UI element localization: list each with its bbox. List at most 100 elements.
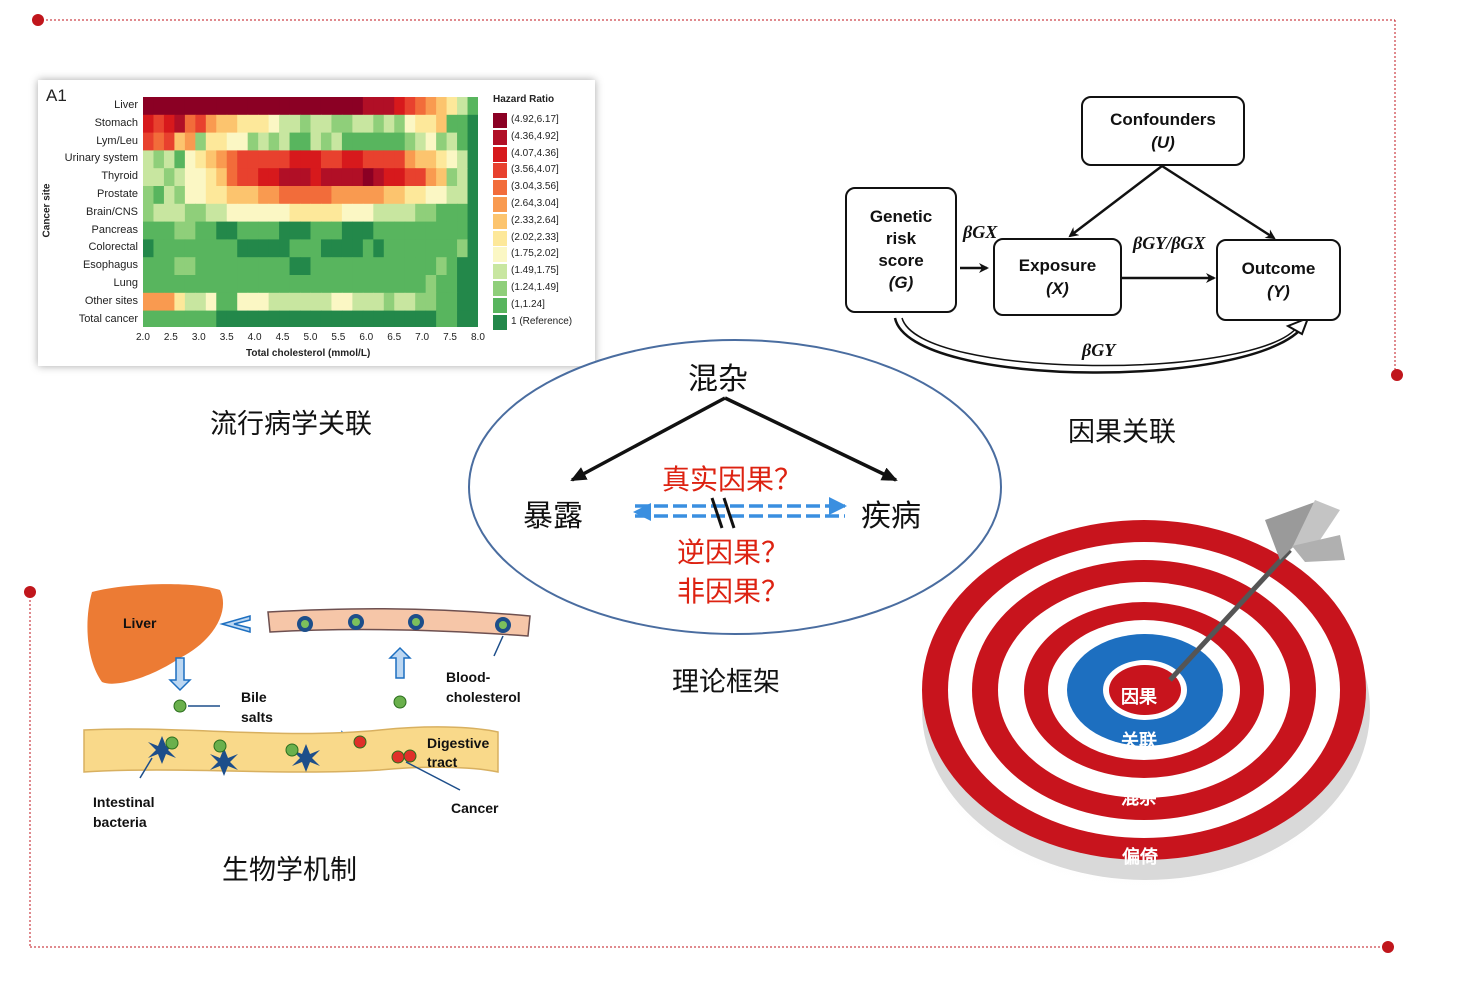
outcome-symbol: (Y) <box>1267 282 1290 301</box>
confounders-label: Confounders <box>1110 110 1216 129</box>
heatmap-cell <box>153 292 165 312</box>
heatmap-cell <box>237 221 249 240</box>
heatmap-cell <box>394 203 406 223</box>
heatmap-cell <box>383 203 395 223</box>
heatmap-cell <box>184 186 196 205</box>
heatmap-cell <box>153 186 165 205</box>
heatmap-cell <box>310 132 322 151</box>
heatmap-cell <box>195 221 207 240</box>
heatmap-cell <box>143 310 154 327</box>
heatmap-cell <box>237 186 249 205</box>
heatmap-cell <box>457 292 469 312</box>
heatmap-cell <box>205 132 217 151</box>
heatmap-cell <box>226 168 238 187</box>
legend-title: Hazard Ratio <box>493 94 555 105</box>
heatmap-cell <box>300 275 311 294</box>
heatmap-cell <box>237 114 249 134</box>
legend-label: (1,1.24] <box>511 298 545 310</box>
heatmap-cell <box>174 114 186 134</box>
legend-label: (2.02,2.33] <box>511 231 559 243</box>
legend-label: (4.92,6.17] <box>511 114 559 125</box>
heatmap-cell <box>258 310 270 327</box>
heatmap-cell <box>457 275 469 294</box>
caption-biology: 生物学机制 <box>222 855 357 886</box>
heatmap-cell <box>216 97 228 116</box>
heatmap-cell <box>341 203 353 223</box>
heatmap-cell <box>184 132 196 151</box>
heatmap-row-label: Esophagus <box>82 259 138 272</box>
heatmap-row-label: Brain/CNS <box>86 205 138 218</box>
heatmap-cell <box>373 132 385 151</box>
heatmap-cell <box>446 168 458 187</box>
heatmap-cell <box>247 97 259 116</box>
heatmap-cell <box>226 310 238 327</box>
heatmap-cell <box>289 203 301 223</box>
heatmap-cell <box>258 257 270 276</box>
heatmap-cell <box>216 257 228 276</box>
heatmap-cell <box>163 186 175 205</box>
heatmap-cell <box>446 150 458 169</box>
heatmap-cell <box>383 257 395 276</box>
heatmap-cell <box>331 150 343 169</box>
heatmap-cell <box>320 114 332 134</box>
heatmap-cell <box>352 132 364 151</box>
heatmap-cell <box>425 97 437 116</box>
heatmap-cell <box>258 221 270 240</box>
heatmap-cell <box>446 239 458 258</box>
heatmap-cell <box>352 97 364 116</box>
legend-swatch <box>493 281 507 296</box>
heatmap-cell <box>258 239 270 258</box>
heatmap-cell <box>268 168 280 187</box>
heatmap-cell <box>216 132 228 151</box>
legend-label: (2.33,2.64] <box>511 214 559 226</box>
heatmap-cell <box>184 203 196 223</box>
heatmap-cell <box>258 114 270 134</box>
heatmap-cell <box>153 275 165 294</box>
heatmap-cell <box>237 132 249 151</box>
legend-label: (1.49,1.75] <box>511 265 559 277</box>
heatmap-cell <box>237 150 249 169</box>
heatmap-cell <box>310 292 322 312</box>
heatmap-cell <box>163 114 175 134</box>
frame-dot <box>32 14 44 26</box>
heatmap-cell <box>268 275 280 294</box>
heatmap-cell <box>237 97 249 116</box>
heatmap-cell <box>394 221 406 240</box>
heatmap-cell <box>143 114 154 134</box>
bio-liver: Liver <box>123 615 157 631</box>
beta-gy-label: βGY <box>1082 340 1116 360</box>
heatmap-cell <box>300 292 311 312</box>
heatmap-cell <box>373 221 385 240</box>
heatmap-cell <box>415 150 427 169</box>
heatmap-cell <box>268 186 280 205</box>
heatmap-cell <box>362 168 374 187</box>
heatmap-cell <box>446 132 458 151</box>
heatmap-cell <box>446 275 458 294</box>
heatmap-cell <box>300 168 311 187</box>
heatmap-cell <box>247 239 259 258</box>
theory-disease: 疾病 <box>861 499 921 534</box>
heatmap-cell <box>373 203 385 223</box>
heatmap-cell <box>425 186 437 205</box>
heatmap-cell <box>352 221 364 240</box>
genetic-score-box: Genetic risk score (G) <box>845 187 957 313</box>
heatmap-cell <box>331 221 343 240</box>
heatmap-cell <box>195 257 207 276</box>
heatmap-cell <box>446 97 458 116</box>
heatmap-cell <box>279 114 291 134</box>
heatmap-cell <box>341 114 353 134</box>
heatmap-cell <box>174 221 186 240</box>
heatmap-cell <box>205 114 217 134</box>
heatmap-x-tick: 4.5 <box>275 332 290 343</box>
heatmap-cell <box>153 168 165 187</box>
heatmap-cell <box>258 97 270 116</box>
beta-gx-label: βGX <box>963 222 998 242</box>
heatmap-cell <box>373 257 385 276</box>
heatmap-cell <box>331 186 343 205</box>
heatmap-cell <box>383 114 395 134</box>
heatmap-cell <box>436 186 448 205</box>
heatmap-cell <box>394 97 406 116</box>
heatmap-cell <box>415 257 427 276</box>
heatmap-cell <box>331 132 343 151</box>
